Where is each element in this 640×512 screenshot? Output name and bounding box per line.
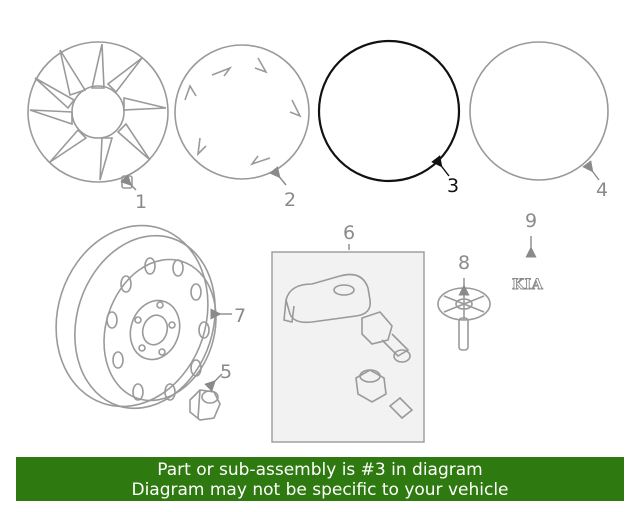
kia-emblem-part-9[interactable]: KIA xyxy=(512,277,544,294)
callout-3: 3 xyxy=(447,175,459,197)
callout-6: 6 xyxy=(343,222,355,244)
banner-line-2: Diagram may not be specific to your vehi… xyxy=(131,480,509,500)
wheel-cover-part-1[interactable] xyxy=(27,41,169,189)
banner-line-1: Part or sub-assembly is #3 in diagram xyxy=(157,460,483,480)
valve-stem-part-8[interactable] xyxy=(437,287,491,351)
callout-8: 8 xyxy=(458,252,470,274)
info-banner: Part or sub-assembly is #3 in diagram Di… xyxy=(16,457,624,501)
callout-1: 1 xyxy=(135,191,147,213)
tpms-sensor-kit-part-6[interactable] xyxy=(271,251,425,443)
callout-9: 9 xyxy=(525,210,537,232)
callout-7: 7 xyxy=(234,305,246,327)
wheel-cover-ring-part-4[interactable] xyxy=(469,41,609,181)
parts-diagram: 1 2 3 4 xyxy=(27,39,609,443)
kia-emblem-text: KIA xyxy=(512,277,544,293)
wheel-cover-part-2[interactable] xyxy=(174,44,310,180)
callout-4: 4 xyxy=(596,179,608,201)
steel-wheel-part-7[interactable] xyxy=(33,206,237,427)
callout-2: 2 xyxy=(284,189,296,211)
wheel-cover-ring-part-3[interactable] xyxy=(317,39,461,183)
callout-5: 5 xyxy=(220,361,232,383)
lug-nut-part-5[interactable] xyxy=(189,389,221,421)
